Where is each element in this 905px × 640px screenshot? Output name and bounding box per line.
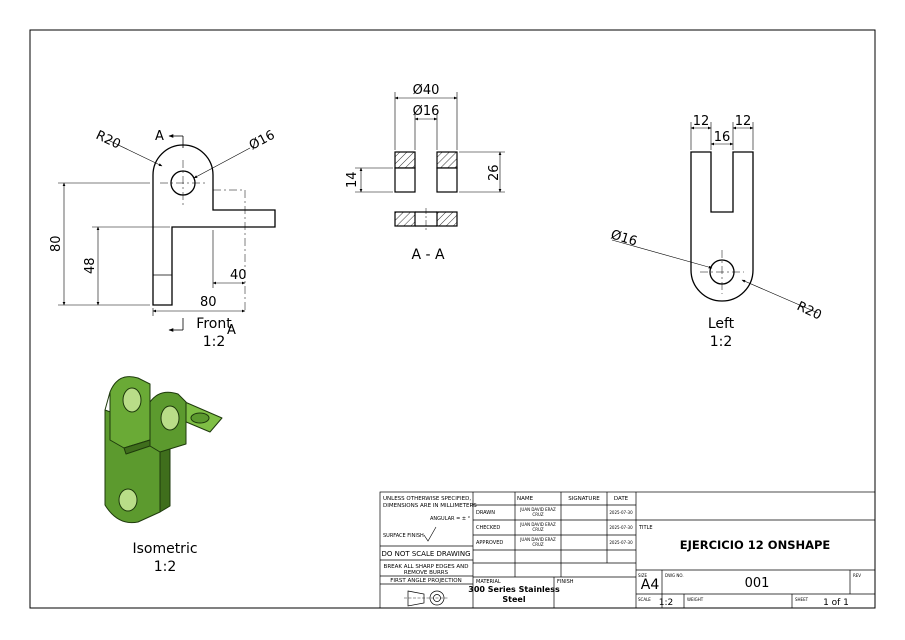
section-view-label: A - A bbox=[411, 247, 445, 263]
left-dim-slot-w: 16 bbox=[714, 130, 731, 145]
left-dim-radius: R20 bbox=[794, 299, 824, 323]
tb-note-do-not-scale: DO NOT SCALE DRAWING bbox=[381, 550, 470, 558]
section-dim-outer: Ø40 bbox=[413, 83, 440, 98]
tb-row-approved-date: 2025-07-30 bbox=[609, 540, 633, 545]
tb-size-label: SIZE bbox=[638, 573, 647, 578]
tb-rev-label: REV bbox=[853, 573, 861, 578]
tb-row-drawn-role: DRAWN bbox=[476, 510, 495, 516]
isometric-view-label: Isometric bbox=[132, 541, 197, 557]
left-dim-left-w: 12 bbox=[693, 114, 710, 129]
tb-finish-label: FINISH bbox=[557, 579, 574, 585]
tb-sheet-label: SHEET bbox=[795, 597, 809, 602]
tb-row-checked-date: 2025-07-30 bbox=[609, 525, 633, 530]
isometric-view-scale: 1:2 bbox=[154, 559, 177, 575]
front-dim-r20: R20 bbox=[93, 128, 123, 152]
left-view-scale: 1:2 bbox=[710, 334, 733, 350]
front-view bbox=[152, 134, 276, 332]
tb-title-label: TITLE bbox=[638, 525, 653, 531]
tb-row-approved-name-1: JUAN DAVID ERAZ bbox=[519, 537, 556, 542]
tb-row-checked-role: CHECKED bbox=[476, 525, 500, 531]
tb-note-unless: UNLESS OTHERWISE SPECIFIED, bbox=[383, 496, 471, 502]
left-view bbox=[690, 151, 754, 302]
front-dim-height-mid: 48 bbox=[83, 257, 98, 274]
tb-scale-label: SCALE bbox=[638, 597, 651, 602]
tb-header-name: NAME bbox=[517, 496, 534, 502]
tb-header-signature: SIGNATURE bbox=[568, 496, 600, 502]
tb-row-checked-name-2: CRUZ bbox=[532, 527, 543, 532]
front-section-marker-bottom: A bbox=[227, 323, 236, 338]
left-dim-right-w: 12 bbox=[735, 114, 752, 129]
front-dim-height-total: 80 bbox=[49, 235, 64, 252]
left-dim-hole: Ø16 bbox=[609, 227, 639, 249]
front-dimensions bbox=[58, 139, 251, 316]
tb-note-dims-mm: DIMENSIONS ARE IN MILLIMETERS bbox=[383, 503, 477, 509]
first-angle-projection-icon bbox=[404, 590, 448, 607]
tb-size-value: A4 bbox=[641, 577, 660, 593]
tb-row-drawn-name-2: CRUZ bbox=[532, 512, 543, 517]
tb-row-checked-name-1: JUAN DAVID ERAZ bbox=[519, 522, 556, 527]
front-view-scale: 1:2 bbox=[203, 334, 226, 350]
tb-header-date: DATE bbox=[614, 496, 629, 502]
surface-finish-icon bbox=[423, 526, 437, 542]
section-view bbox=[394, 151, 458, 230]
tb-scale-value: 1:2 bbox=[659, 598, 673, 608]
tb-note-surface: SURFACE FINISH bbox=[383, 533, 424, 539]
front-section-marker-top: A bbox=[155, 129, 164, 144]
isometric-view bbox=[104, 376, 223, 524]
tb-dwg-label: DWG NO. bbox=[665, 573, 684, 578]
front-dim-hole: Ø16 bbox=[247, 128, 278, 154]
front-dim-width-total: 80 bbox=[200, 295, 217, 310]
title-block bbox=[379, 491, 876, 609]
left-dimensions bbox=[611, 122, 819, 314]
section-dim-slot: 14 bbox=[345, 171, 360, 188]
tb-sheet-value: 1 of 1 bbox=[823, 598, 849, 608]
left-view-label: Left bbox=[708, 316, 735, 332]
section-dimensions bbox=[355, 92, 505, 193]
tb-note-angular: ANGULAR = ± ° bbox=[430, 516, 471, 522]
tb-note-break-1: BREAK ALL SHARP EDGES AND bbox=[384, 564, 469, 570]
tb-dwg-value: 001 bbox=[745, 576, 770, 591]
drawing-title: EJERCICIO 12 ONSHAPE bbox=[680, 538, 831, 552]
tb-note-projection: FIRST ANGLE PROJECTION bbox=[390, 578, 461, 584]
tb-row-approved-role: APPROVED bbox=[476, 540, 503, 546]
tb-material-line-1: 300 Series Stainless bbox=[468, 585, 560, 594]
tb-row-drawn-date: 2025-07-30 bbox=[609, 510, 633, 515]
tb-row-approved-name-2: CRUZ bbox=[532, 542, 543, 547]
section-dim-thickness: 26 bbox=[487, 164, 502, 181]
tb-material-line-2: Steel bbox=[502, 595, 525, 604]
tb-weight-label: WEIGHT bbox=[687, 597, 704, 602]
front-dim-offset: 40 bbox=[230, 268, 247, 283]
tb-row-drawn-name-1: JUAN DAVID ERAZ bbox=[519, 507, 556, 512]
tb-material-label: MATERIAL bbox=[476, 579, 501, 585]
section-dim-inner: Ø16 bbox=[413, 104, 440, 119]
front-view-label: Front bbox=[196, 316, 232, 332]
tb-note-break-2: REMOVE BURRS bbox=[404, 570, 449, 576]
